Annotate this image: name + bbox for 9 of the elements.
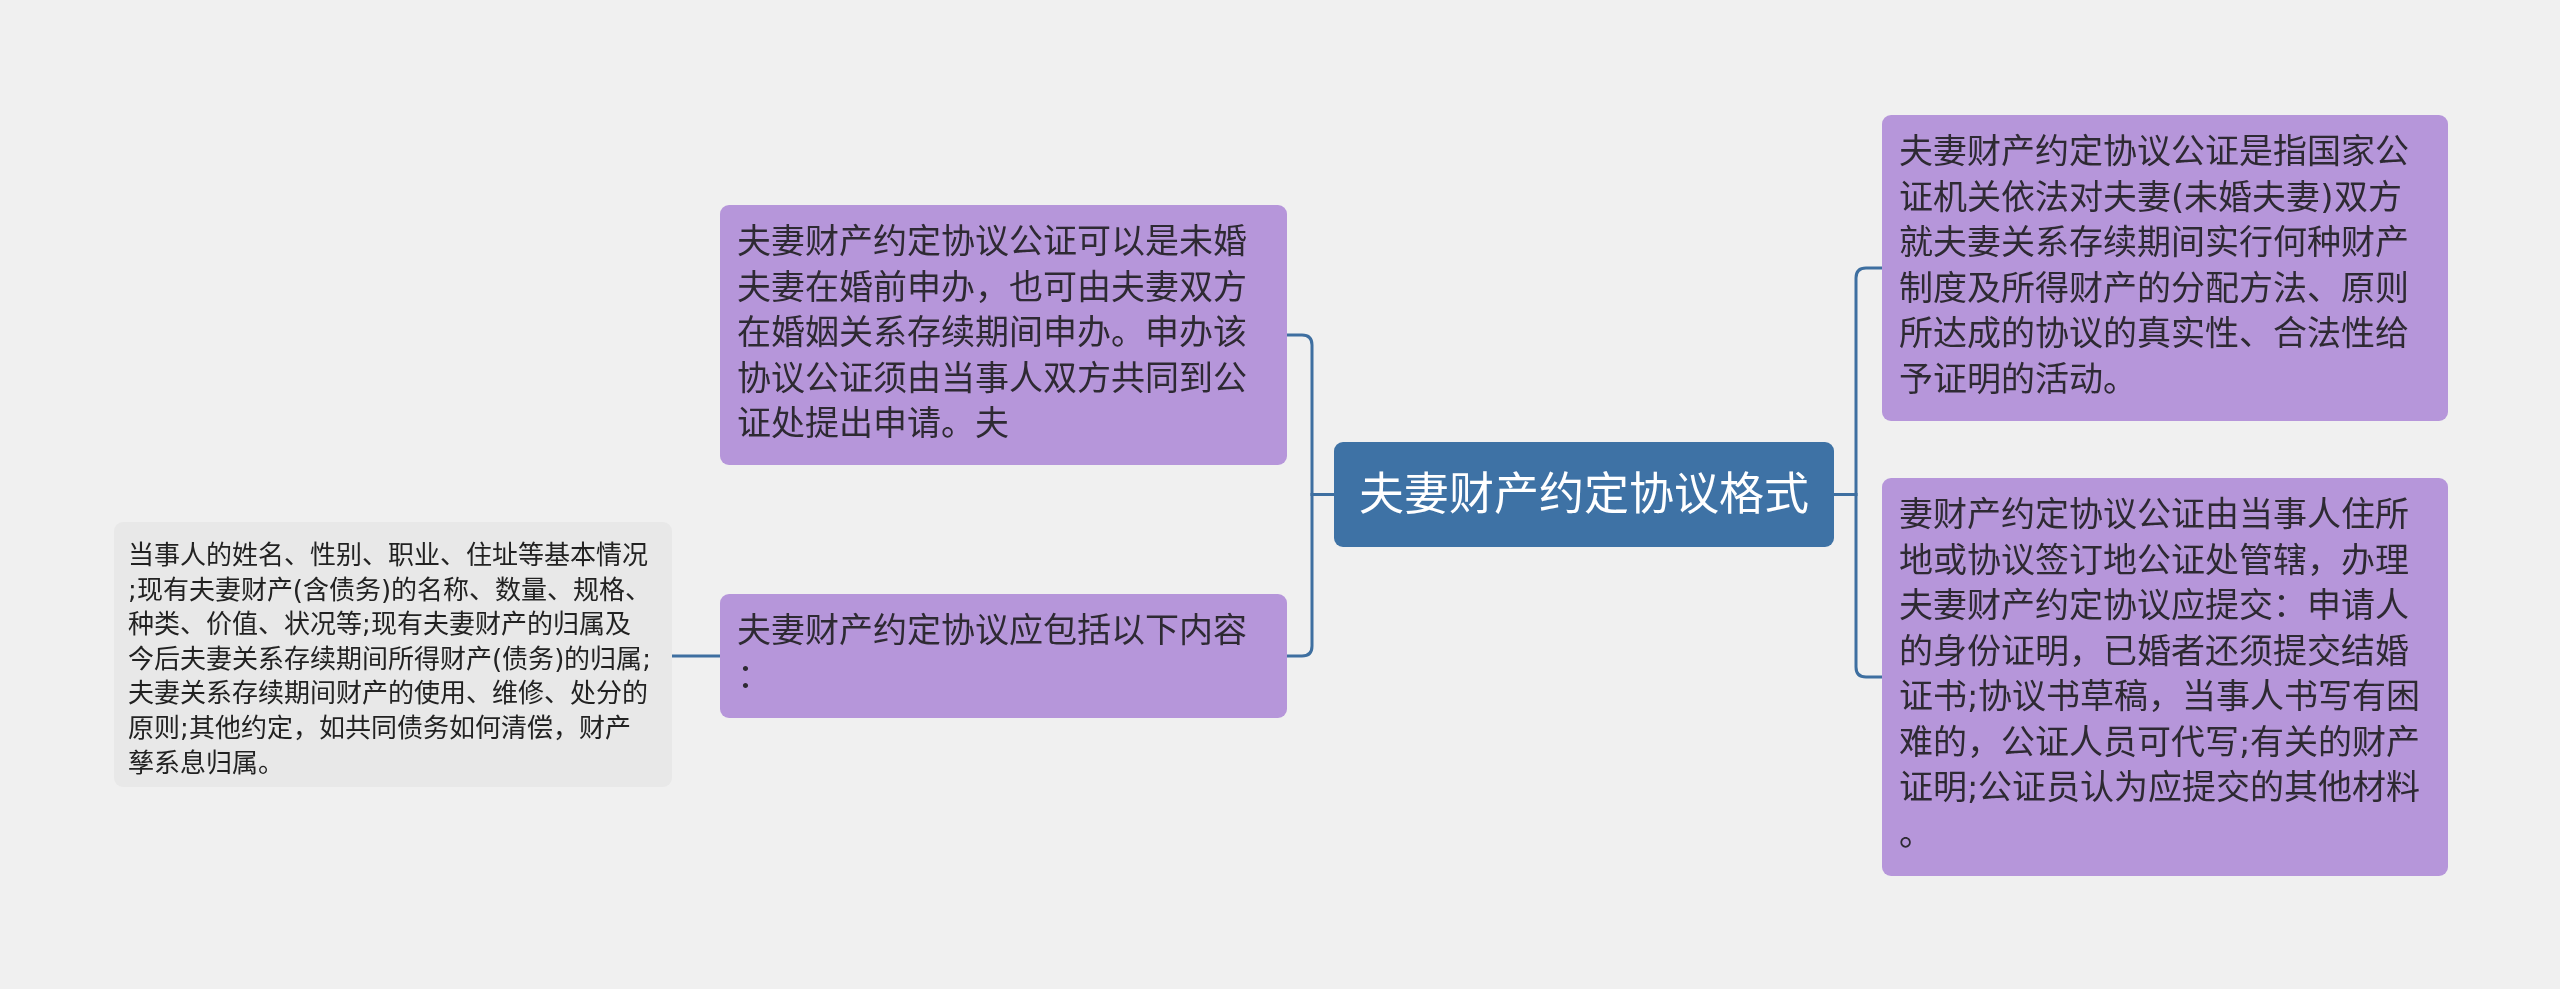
central-topic-box: 夫妻财产约定协议格式 [1334, 442, 1834, 547]
topic-box: 夫妻财产约定协议公证是指国家公证机关依法对夫妻(未婚夫妻)双方就夫妻关系存续期间实行何种财产制度及所得财产的分配方法、原则所达成的协议的真实性、合法性给予证明的活动。 [1882, 115, 2448, 421]
topic-box: 夫妻财产约定协议应包括以下内容： [720, 594, 1287, 718]
subtopic-box: 当事人的姓名、性别、职业、住址等基本情况;现有夫妻财产(含债务)的名称、数量、规格、种类、价值、状况等;现有夫妻财产的归属及今后夫妻关系存续期间所得财产(债务)的归属;夫妻关系存续期间财产的使用、维修、处分的原则;其他约定，如共同债务如何清偿，财产孳系息归属。 [114, 522, 672, 787]
connector-line [1287, 493, 1334, 658]
topic-box: 妻财产约定协议公证由当事人住所地或协议签订地公证处管辖，办理夫妻财产约定协议应提交：申请人的身份证明，已婚者还须提交结婚证书;协议书草稿，当事人书写有困难的，公证人员可代写;有关的财产证明;公证员认为应提交的其他材料。 [1882, 478, 2448, 876]
connector-line [1834, 493, 1882, 679]
topic-box: 夫妻财产约定协议公证可以是未婚夫妻在婚前申办，也可由夫妻双方在婚姻关系存续期间申办。申办该协议公证须由当事人双方共同到公证处提出申请。夫 [720, 205, 1287, 465]
connector-line [672, 654, 720, 658]
